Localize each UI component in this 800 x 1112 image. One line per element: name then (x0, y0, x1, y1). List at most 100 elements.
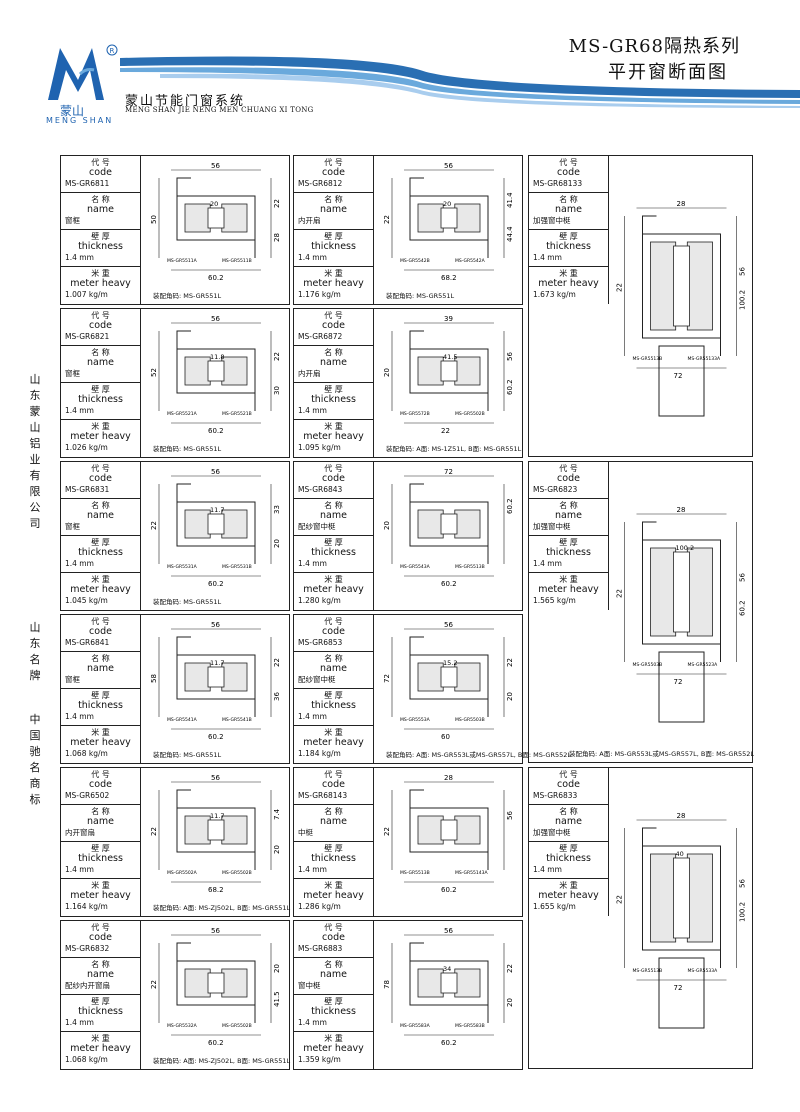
row-label-en: thickness (78, 700, 123, 711)
profile-code: MS-GR6841 (65, 638, 110, 647)
profile-weight: 1.184 kg/m (298, 749, 341, 758)
part-label: MS-GR5502B (222, 870, 252, 876)
dimension-label: 44.4 (506, 226, 514, 242)
profile-code: MS-GR6831 (65, 485, 110, 494)
row-label-en: thickness (311, 547, 356, 558)
row-label-cn: 代 号 (559, 770, 578, 779)
dimension-label: 11.8 (210, 353, 224, 361)
row-label-cn: 米 重 (324, 1034, 343, 1043)
side-note-company: 山东蒙山铝业有限公司 (29, 373, 41, 530)
profile-code: MS-GR6821 (65, 332, 110, 341)
logo-english-text: MENG SHAN (46, 116, 114, 125)
svg-text:蒙山: 蒙山 (60, 104, 84, 118)
profile-section-outline (409, 483, 489, 564)
dimension-label: 56 (444, 621, 453, 629)
row-label-cn: 壁 厚 (324, 691, 343, 700)
profile-section-outline (176, 942, 256, 1023)
row-label-cn: 名 称 (324, 960, 343, 969)
row-label-en: code (89, 779, 112, 790)
profile-weight: 1.673 kg/m (533, 290, 576, 299)
part-label: MS-GR5533A (688, 968, 719, 974)
part-label: MS-GR5513B (633, 968, 663, 974)
assembly-note: 装配角码: A面: MS-1Z51L, B面: MS-GR551L (386, 445, 522, 453)
row-label-cn: 代 号 (91, 770, 110, 779)
dimension-label: 100.2 (676, 544, 695, 552)
profile-weight: 1.007 kg/m (65, 290, 108, 299)
profile-thickness: 1.4 mm (65, 253, 94, 262)
part-label: MS-GR5502A (167, 870, 198, 876)
row-label-en: name (320, 816, 347, 827)
row-label-cn: 米 重 (324, 269, 343, 278)
dimension-label: 39 (444, 315, 453, 323)
dimension-label: 72 (674, 678, 683, 686)
row-label-cn: 代 号 (324, 923, 343, 932)
assembly-note: 装配角码: MS-GR551L (153, 292, 222, 300)
profile-section-outline (409, 636, 489, 717)
row-label-en: meter heavy (303, 737, 364, 748)
page-title: MS-GR68隔热系列 (568, 36, 740, 57)
dimension-label: 41.5 (443, 353, 457, 361)
profile-weight: 1.565 kg/m (533, 596, 576, 605)
row-label-cn: 代 号 (324, 617, 343, 626)
profile-code: MS-GR6502 (65, 791, 110, 800)
assembly-note: 装配角码: A面: MS-GR553L或MS-GR557L, B面: MS-GR… (386, 751, 572, 759)
dimension-label: 72 (383, 674, 391, 683)
row-label-cn: 名 称 (91, 348, 110, 357)
row-label-en: name (320, 204, 347, 215)
dimension-label: 22 (273, 352, 281, 361)
profile-name: 中梃 (298, 828, 313, 837)
profile-thickness: 1.4 mm (65, 1018, 94, 1027)
row-label-en: name (87, 816, 114, 827)
profile-section-outline (176, 636, 256, 717)
row-label-cn: 壁 厚 (559, 538, 578, 547)
row-label-en: thickness (311, 853, 356, 864)
row-label-en: code (89, 320, 112, 331)
dimension-label: 22 (441, 427, 450, 435)
profile-code: MS-GR6843 (298, 485, 343, 494)
profile-weight: 1.286 kg/m (298, 902, 341, 911)
row-label-en: code (89, 167, 112, 178)
dimension-label: 40 (676, 850, 684, 858)
profile-weight: 1.068 kg/m (65, 749, 108, 758)
row-label-en: meter heavy (70, 737, 131, 748)
part-label: MS-GR5583A (400, 1023, 431, 1029)
dimension-label: 22 (150, 521, 158, 530)
part-label: MS-GR5521A (167, 411, 198, 417)
dimension-label: 20 (273, 964, 281, 973)
profile-thickness: 1.4 mm (298, 406, 327, 415)
row-label-en: meter heavy (70, 584, 131, 595)
row-label-en: meter heavy (70, 890, 131, 901)
row-label-en: code (322, 473, 345, 484)
row-label-en: meter heavy (70, 431, 131, 442)
row-label-cn: 米 重 (91, 269, 110, 278)
profile-section-outline (176, 483, 256, 564)
dimension-label: 56 (444, 927, 453, 935)
row-label-cn: 米 重 (324, 881, 343, 890)
dimension-label: 56 (739, 879, 747, 888)
dimension-label: 11.7 (210, 659, 224, 667)
